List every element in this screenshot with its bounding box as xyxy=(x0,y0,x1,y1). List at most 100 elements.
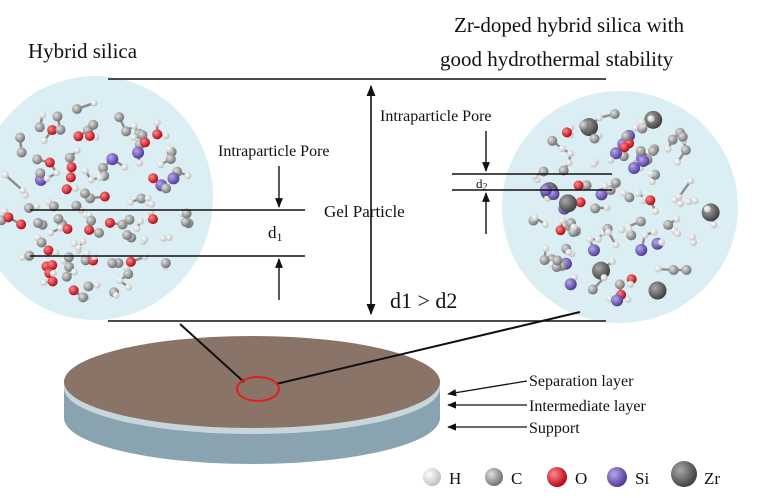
hydrogen-atom xyxy=(40,279,48,287)
hydrogen-atom xyxy=(157,161,165,169)
carbon-atom xyxy=(61,271,72,282)
carbon-atom xyxy=(55,124,66,135)
hydrogen-atom xyxy=(648,178,656,186)
zr-doped-silica-molecule xyxy=(528,109,720,307)
carbon-atom xyxy=(23,202,34,213)
zoom-line-left xyxy=(179,323,245,383)
hydrogen-atom xyxy=(565,248,573,256)
carbon-atom xyxy=(609,109,620,120)
hydrogen-atom xyxy=(124,283,132,291)
hydrogen-atom-icon xyxy=(423,468,441,486)
hydrogen-atom xyxy=(620,189,628,197)
hydrogen-atom xyxy=(566,150,574,158)
hydrogen-atom xyxy=(136,159,144,167)
hydrogen-atom xyxy=(689,233,697,241)
carbon-atom xyxy=(15,132,26,143)
silicon-atom xyxy=(587,244,600,257)
oxygen-atom xyxy=(555,225,566,236)
hydrogen-atom xyxy=(607,156,615,164)
carbon-atom xyxy=(71,200,82,211)
d1-label: d1 xyxy=(268,223,283,244)
zirconium-atom-icon xyxy=(671,461,697,487)
hydrogen-atom xyxy=(685,198,693,206)
carbon-atom xyxy=(624,192,635,203)
hydrogen-atom xyxy=(565,159,573,167)
zirconium-atom xyxy=(648,281,667,300)
carbon-atom xyxy=(16,147,27,158)
carbon-atom xyxy=(180,217,191,228)
hybrid-silica-molecule xyxy=(0,99,194,303)
carbon-atom xyxy=(63,252,74,263)
oxygen-atom xyxy=(61,184,72,195)
oxygen-atom xyxy=(47,276,58,287)
oxygen-atom xyxy=(66,162,77,173)
hydrogen-atom xyxy=(677,200,685,208)
zirconium-atom xyxy=(701,203,720,222)
carbon-atom xyxy=(610,177,621,188)
silicon-atom-icon xyxy=(607,467,627,487)
hydrogen-atom xyxy=(147,208,155,216)
carbon-atom xyxy=(667,134,678,145)
carbon-atom xyxy=(107,258,118,269)
hydrogen-atom xyxy=(626,280,634,288)
hydrogen-atom xyxy=(618,226,626,234)
oxygen-atom xyxy=(152,129,163,140)
hydrogen-atom xyxy=(570,223,578,231)
oxygen-atom xyxy=(44,157,55,168)
carbon-atom xyxy=(136,193,147,204)
legend-zr-label: Zr xyxy=(704,469,720,488)
carbon-atom xyxy=(547,135,558,146)
separation-layer-label: Separation layer xyxy=(529,373,634,390)
carbon-atom xyxy=(24,250,35,261)
carbon-atom xyxy=(32,154,43,165)
hydrogen-atom xyxy=(674,158,682,166)
membrane-disc xyxy=(64,336,440,464)
carbon-atom xyxy=(589,133,600,144)
oxygen-atom xyxy=(99,191,110,202)
carbon-atom xyxy=(86,215,97,226)
hydrogen-atom xyxy=(703,205,711,213)
hydrogen-atom xyxy=(652,207,660,215)
hydrogen-atom xyxy=(96,173,104,181)
carbon-atom xyxy=(680,145,691,156)
oxygen-atom xyxy=(573,180,584,191)
hydrogen-atom xyxy=(93,281,101,289)
silicon-atom xyxy=(637,154,650,167)
hydrogen-atom xyxy=(79,237,87,245)
carbon-atom xyxy=(165,154,176,165)
carbon-atom xyxy=(71,104,82,115)
oxygen-atom xyxy=(47,260,58,271)
carbon-atom xyxy=(83,281,94,292)
oxygen-atom-icon xyxy=(547,467,567,487)
hydrogen-atom xyxy=(612,241,620,249)
bond xyxy=(4,174,24,192)
oxygen-atom xyxy=(645,195,656,206)
separation-layer-top xyxy=(64,336,440,428)
oxygen-atom xyxy=(68,285,79,296)
carbon-atom xyxy=(552,255,563,266)
carbon-atom xyxy=(117,219,128,230)
hydrogen-atom xyxy=(558,145,566,153)
hydrogen-atom xyxy=(40,137,48,145)
hydrogen-atom xyxy=(81,167,89,175)
hydrogen-atom xyxy=(121,163,129,171)
silicon-atom xyxy=(106,153,119,166)
hydrogen-atom xyxy=(126,198,134,206)
carbon-atom-icon xyxy=(485,468,503,486)
carbon-atom xyxy=(78,292,89,303)
hydrogen-atom xyxy=(647,170,655,178)
d1-greater-d2-label: d1 > d2 xyxy=(390,288,457,313)
oxygen-atom xyxy=(561,127,572,138)
hydrogen-atom xyxy=(609,257,617,265)
oxygen-atom xyxy=(125,256,136,267)
oxygen-atom xyxy=(43,245,54,256)
oxygen-atom xyxy=(62,223,73,234)
carbon-atom xyxy=(647,146,658,157)
intermediate-layer-label: Intermediate layer xyxy=(529,398,646,415)
carbon-atom xyxy=(635,216,646,227)
hydrogen-atom xyxy=(586,235,594,243)
carbon-atom xyxy=(33,217,44,228)
hydrogen-atom xyxy=(39,111,47,119)
title-hybrid-silica: Hybrid silica xyxy=(28,39,138,63)
oxygen-atom xyxy=(147,214,158,225)
